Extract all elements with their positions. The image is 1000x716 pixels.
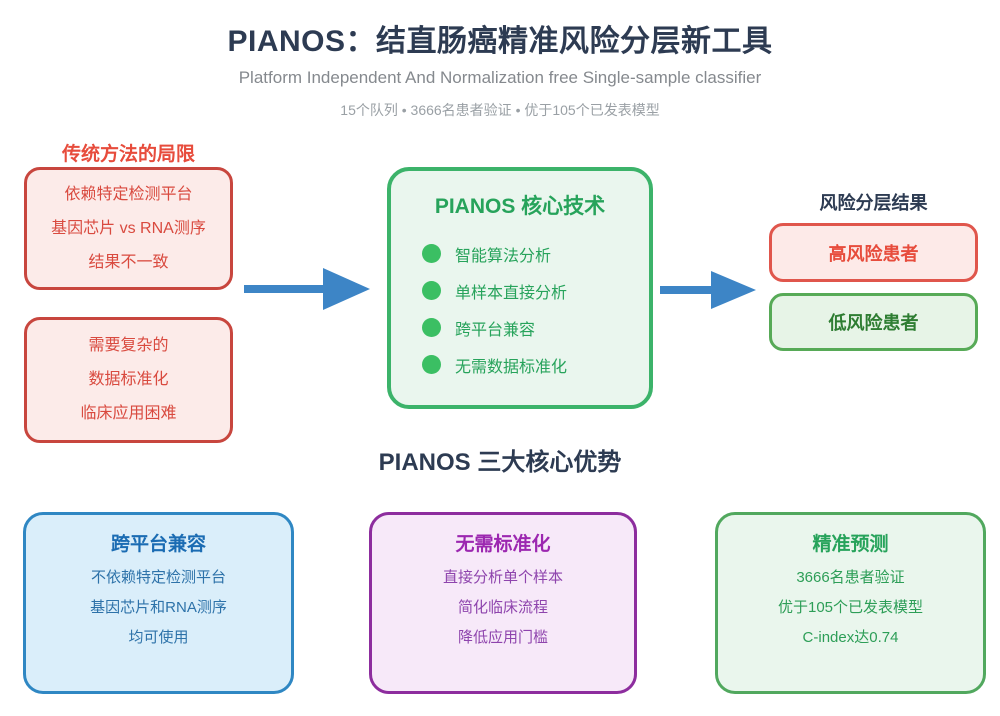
card-line: 3666名患者验证 [796,569,905,586]
card-line: C-index达0.74 [802,629,899,646]
core-tech-item: 智能算法分析 [422,235,649,272]
card-line: 优于105个已发表模型 [777,599,924,616]
core-tech-label: 智能算法分析 [455,247,552,265]
limitation-line: 数据标准化 [88,371,169,388]
low-risk-label: 低风险患者 [828,313,919,333]
validation-stats: 15个队列 • 3666名患者验证 • 优于105个已发表模型 [340,102,660,118]
card-title: 精准预测 [812,534,889,555]
core-tech-item: 单样本直接分析 [422,272,649,309]
core-tech-title: PIANOS 核心技术 [434,195,606,218]
core-tech-item: 无需数据标准化 [422,346,649,383]
limitation-line: 基因芯片 vs RNA测序 [51,219,206,237]
limitation-line: 结果不一致 [88,253,169,271]
bullet-dot-icon [422,244,441,263]
limitation-line: 依赖特定检测平台 [64,185,193,203]
card-line: 不依赖特定检测平台 [90,569,226,586]
core-tech-item: 跨平台兼容 [422,309,649,346]
advantage-card-no-normalization: 无需标准化 直接分析单个样本 简化临床流程 降低应用门槛 [369,512,637,694]
card-line: 基因芯片和RNA测序 [90,599,227,616]
page-subtitle: Platform Independent And Normalization f… [238,68,762,87]
risk-results-heading: 风险分层结果 [819,193,928,213]
card-line: 降低应用门槛 [457,629,548,646]
high-risk-box: 高风险患者 [769,223,978,282]
limitation-box-platform: 依赖特定检测平台 基因芯片 vs RNA测序 结果不一致 [24,167,233,290]
advantage-card-cross-platform: 跨平台兼容 不依赖特定检测平台 基因芯片和RNA测序 均可使用 [23,512,294,694]
core-tech-box: PIANOS 核心技术 智能算法分析 单样本直接分析 跨平台兼容 无需数据标准化 [387,167,653,409]
card-title: 跨平台兼容 [110,534,206,555]
core-tech-label: 无需数据标准化 [455,358,568,376]
advantage-card-accurate-prediction: 精准预测 3666名患者验证 优于105个已发表模型 C-index达0.74 [715,512,986,694]
card-line: 均可使用 [128,629,189,646]
limitations-heading: 传统方法的局限 [61,144,195,165]
arrow-right-icon [660,271,756,309]
limitation-line: 需要复杂的 [88,337,169,354]
limitation-box-normalization: 需要复杂的 数据标准化 临床应用困难 [24,317,233,443]
core-tech-list: 智能算法分析 单样本直接分析 跨平台兼容 无需数据标准化 [422,235,649,383]
bullet-dot-icon [422,318,441,337]
advantages-heading: PIANOS 三大核心优势 [378,449,622,476]
core-tech-label: 跨平台兼容 [455,321,536,339]
core-tech-label: 单样本直接分析 [455,284,568,302]
high-risk-label: 高风险患者 [828,243,919,264]
bullet-dot-icon [422,281,441,300]
page-title: PIANOS：结直肠癌精准风险分层新工具 [227,25,773,58]
card-title: 无需标准化 [455,534,551,555]
card-line: 直接分析单个样本 [442,569,563,586]
bullet-dot-icon [422,355,441,374]
low-risk-box: 低风险患者 [769,293,978,351]
card-line: 简化临床流程 [457,599,548,616]
arrow-right-icon [244,268,370,310]
limitation-line: 临床应用困难 [80,405,177,422]
